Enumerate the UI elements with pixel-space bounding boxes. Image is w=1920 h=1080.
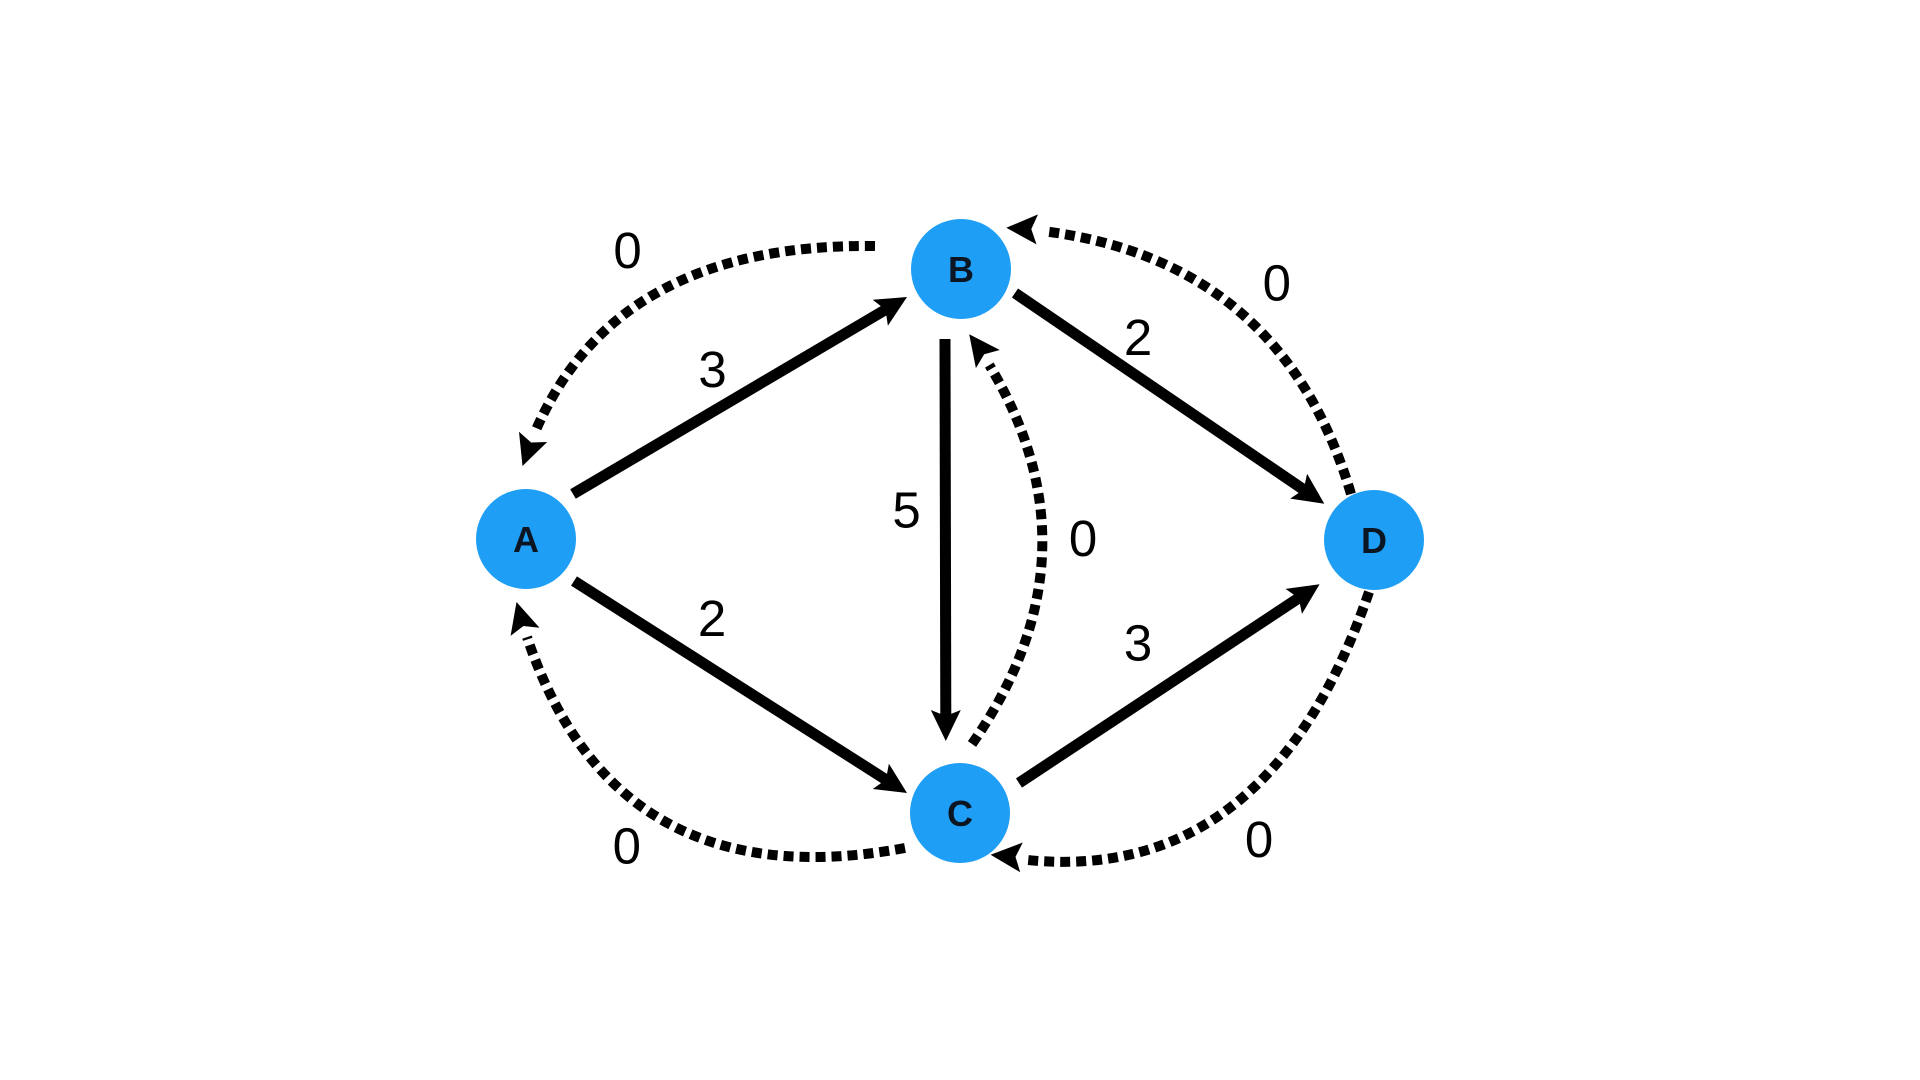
svg-text:0: 0 <box>613 818 641 875</box>
svg-text:3: 3 <box>1124 615 1152 672</box>
svg-text:0: 0 <box>1245 811 1273 868</box>
svg-text:2: 2 <box>698 590 726 647</box>
svg-text:0: 0 <box>1263 255 1291 312</box>
svg-text:B: B <box>948 249 974 290</box>
svg-text:0: 0 <box>1069 510 1097 567</box>
svg-text:C: C <box>947 793 973 834</box>
svg-text:5: 5 <box>892 482 920 539</box>
svg-text:D: D <box>1361 520 1387 561</box>
svg-text:0: 0 <box>613 222 641 279</box>
svg-text:A: A <box>513 519 539 560</box>
svg-text:3: 3 <box>698 341 726 398</box>
svg-text:2: 2 <box>1124 309 1152 366</box>
